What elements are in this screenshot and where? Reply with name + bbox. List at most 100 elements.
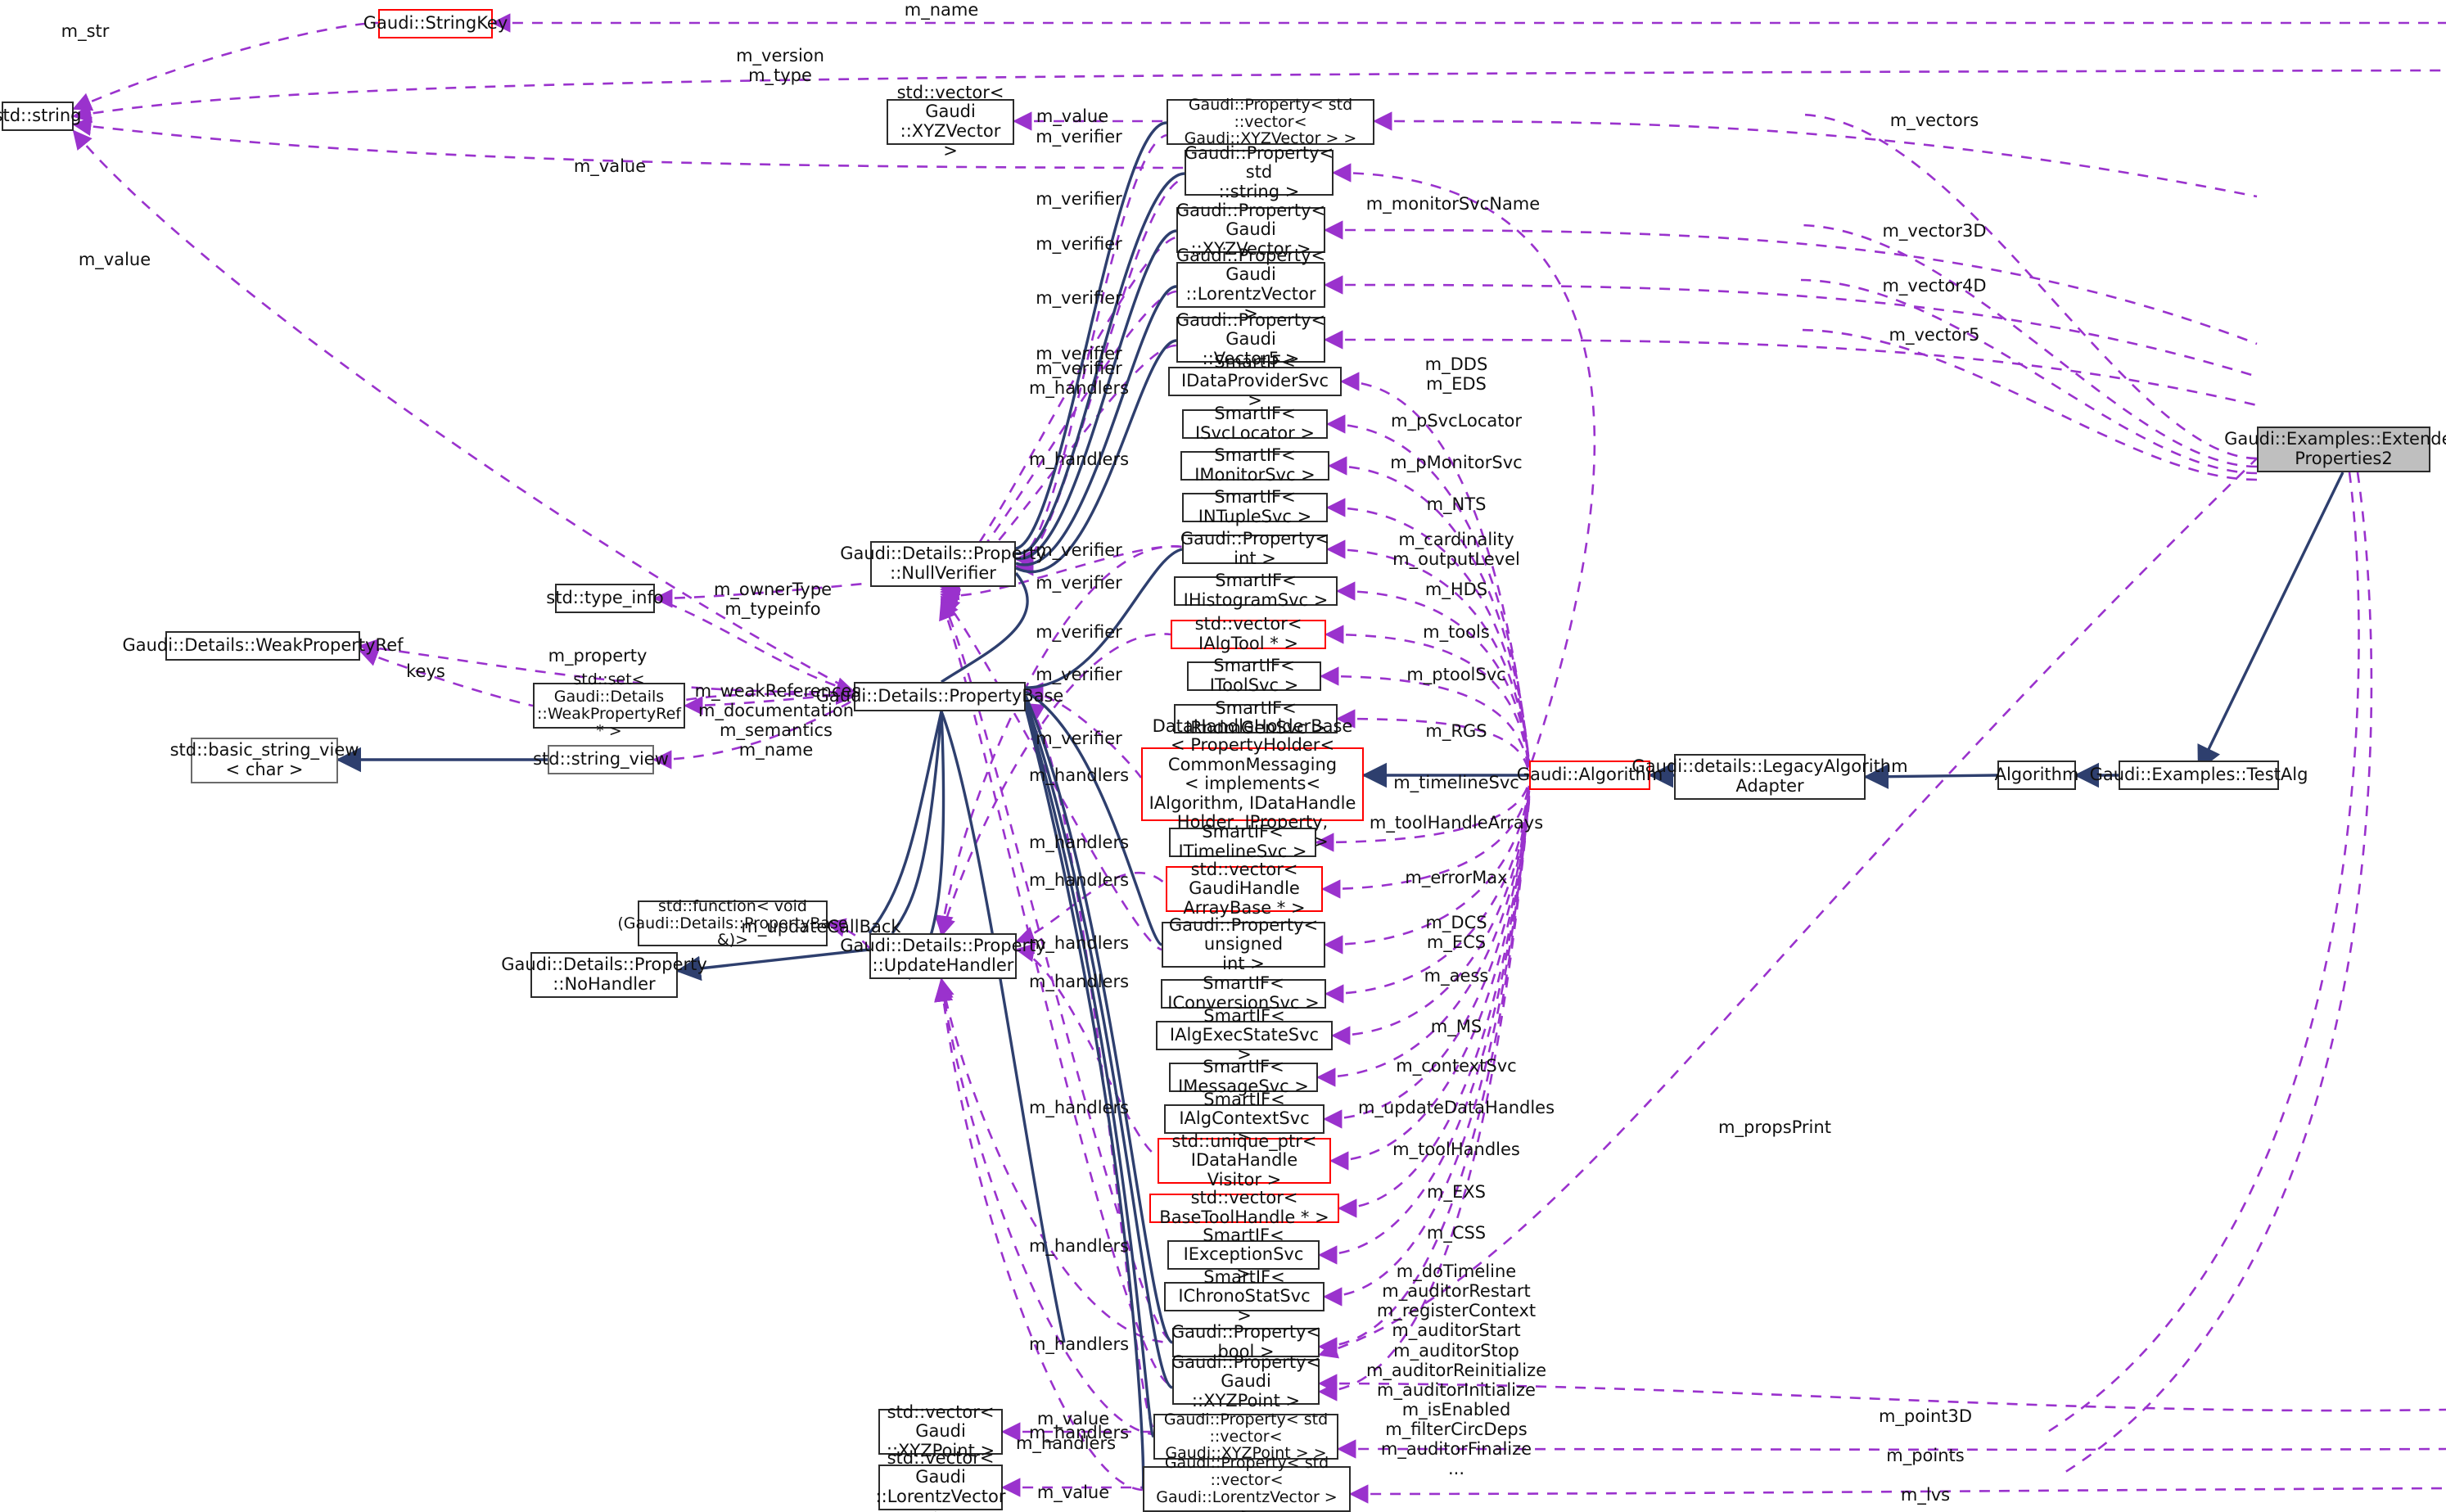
class-node-datahandleholderbase[interactable]: DataHandleHolderBase < PropertyHolder< C… xyxy=(1141,716,1364,851)
class-node-algorithm[interactable]: Algorithm xyxy=(1995,761,2078,790)
class-node-smartif_ichronostat[interactable]: SmartIF< IChronoStatSvc > xyxy=(1164,1267,1325,1325)
edge-label-l_m_vector5: m_vector5 xyxy=(1889,325,1980,345)
class-node-std_string_view[interactable]: std::string_view xyxy=(533,745,669,774)
class-node-smartif_ialgexecsvc[interactable]: SmartIF< IAlgExecStateSvc > xyxy=(1156,1006,1333,1064)
edge-label-l_m_ms: m_MS xyxy=(1430,1017,1482,1036)
class-node-smartif_itimelinesvc[interactable]: SmartIF< ITimelineSvc > xyxy=(1169,823,1316,861)
class-node-gaudi_stringkey[interactable]: Gaudi::StringKey xyxy=(363,9,508,38)
class-node-smartif_imessagesvc[interactable]: SmartIF< IMessageSvc > xyxy=(1169,1058,1318,1096)
class-node-prop_vector5[interactable]: Gaudi::Property< Gaudi ::Vector5 > xyxy=(1176,309,1326,368)
class-node-prop_bool[interactable]: Gaudi::Property< bool > xyxy=(1171,1322,1321,1361)
edge-label-l_m_handlers_5: m_handlers xyxy=(1028,972,1130,991)
edge-label-l_m_version_type: m_version m_type xyxy=(736,46,824,86)
class-node-std_function_void[interactable]: std::function< void (Gaudi::Details::Pro… xyxy=(617,896,848,950)
edge-label-l_m_handlers_2: m_handlers xyxy=(1028,833,1130,852)
class-node-vec_xyzvector[interactable]: std::vector< Gaudi ::XYZVector > xyxy=(887,83,1014,160)
edge-label-l_m_handlers_1: m_handlers xyxy=(1028,765,1130,785)
class-node-uptr_idatahandlevis[interactable]: std::unique_ptr< IDataHandle Visitor > xyxy=(1158,1131,1331,1189)
edge-label-l_m_value_top: m_value xyxy=(1036,106,1109,126)
edge-label-l_m_propsprint: m_propsPrint xyxy=(1718,1117,1831,1137)
class-node-extended_properties2[interactable]: Gaudi::Examples::Extended Properties2 xyxy=(2224,427,2446,472)
edge-label-l_m_dcs_ecs: m_DCS m_ECS xyxy=(1425,913,1487,953)
class-node-no_handler[interactable]: Gaudi::Details::Property ::NoHandler xyxy=(501,952,707,998)
edge-label-l_m_docsemname: m_documentation m_semantics m_name xyxy=(697,701,855,761)
class-node-prop_unsigned_int[interactable]: Gaudi::Property< unsigned int > xyxy=(1162,915,1325,973)
edge-label-l_m_handlers_xyz: m_handlers xyxy=(1015,1433,1117,1453)
class-node-smartif_isvclocator[interactable]: SmartIF< ISvcLocator > xyxy=(1182,404,1328,443)
class-node-std_string[interactable]: std::string xyxy=(0,102,81,131)
class-node-vec_gaudihandlearray[interactable]: std::vector< GaudiHandle ArrayBase * > xyxy=(1166,860,1323,918)
class-node-vec_basetoolhandle[interactable]: std::vector< BaseToolHandle * > xyxy=(1149,1189,1339,1227)
class-node-weak_property_ref[interactable]: Gaudi::Details::WeakPropertyRef xyxy=(122,631,404,661)
edge-label-l_m_verifier_11: m_verifier xyxy=(1036,729,1122,748)
edge-label-l_m_nts: m_NTS xyxy=(1426,494,1487,514)
edge-label-l_m_toolhandlearrays: m_toolHandleArrays xyxy=(1369,813,1544,833)
class-node-smartif_idataprovider[interactable]: SmartIF< IDataProviderSvc > xyxy=(1168,352,1342,410)
class-node-smartif_ihistogramsvc[interactable]: SmartIF< IHistogramSvc > xyxy=(1174,571,1338,610)
class-node-vec_ialgtool[interactable]: std::vector< IAlgTool * > xyxy=(1171,615,1326,653)
edge-label-l_m_vector3d: m_vector3D xyxy=(1882,221,1987,241)
edge-label-l_m_updatecallback: m_updateCallBack xyxy=(741,917,901,937)
class-node-vec_lorentzvector[interactable]: std::vector< Gaudi ::LorentzVector > xyxy=(876,1448,1006,1512)
class-node-smartif_iexceptionsvc[interactable]: SmartIF< IExceptionSvc > xyxy=(1167,1225,1320,1284)
edge-label-l_keys: keys xyxy=(406,661,445,681)
class-node-prop_vec_lorentz[interactable]: Gaudi::Property< std ::vector< Gaudi::Lo… xyxy=(1143,1455,1351,1512)
edge-label-l_m_pmonitorsvc: m_pMonitorSvc xyxy=(1390,453,1523,472)
class-node-testalg[interactable]: Gaudi::Examples::TestAlg xyxy=(2090,761,2308,790)
class-node-set_weak_property[interactable]: std::set< Gaudi::Details ::WeakPropertyR… xyxy=(533,671,685,739)
edge-label-l_m_dds_eds: m_DDS m_EDS xyxy=(1424,354,1488,395)
edge-label-l_m_value_xyzpoint: m_value xyxy=(1036,1409,1110,1429)
class-node-prop_int[interactable]: Gaudi::Property< int > xyxy=(1180,529,1330,568)
edge-label-l_m_point3d: m_point3D xyxy=(1878,1406,1973,1426)
class-node-smartif_intuplesvc[interactable]: SmartIF< INTupleSvc > xyxy=(1182,488,1328,526)
edge-label-l_m_css: m_CSS xyxy=(1426,1223,1487,1243)
class-node-prop_xyzpoint[interactable]: Gaudi::Property< Gaudi ::XYZPoint > xyxy=(1171,1352,1321,1410)
edge-label-l_m_handlers_7: m_handlers xyxy=(1028,1236,1130,1256)
edge-label-l_m_verifier_3: m_verifier xyxy=(1036,234,1122,254)
class-node-null_verifier[interactable]: Gaudi::Details::Property ::NullVerifier xyxy=(840,541,1046,587)
edge-label-l_m_vector4d: m_vector4D xyxy=(1882,276,1987,296)
class-node-prop_lorentzvector[interactable]: Gaudi::Property< Gaudi ::LorentzVector > xyxy=(1176,245,1326,323)
edge-label-l_m_hds: m_HDS xyxy=(1424,580,1488,599)
class-node-prop_vec_xyzvector[interactable]: Gaudi::Property< std ::vector< Gaudi::XY… xyxy=(1167,96,1374,147)
class-node-smartif_ialgcontext[interactable]: SmartIF< IAlgContextSvc > xyxy=(1164,1090,1325,1148)
edge-label-l_m_tools: m_tools xyxy=(1423,622,1490,642)
edge-label-l_m_verifier_9: m_verifier xyxy=(1036,622,1122,642)
edge-label-l_m_verifier_4: m_verifier xyxy=(1036,288,1122,308)
class-node-smartif_imonitorsvc[interactable]: SmartIF< IMonitorSvc > xyxy=(1180,446,1329,485)
class-node-std_type_info[interactable]: std::type_info xyxy=(546,584,664,613)
edge-label-l_m_contextsvc: m_contextSvc xyxy=(1396,1056,1517,1076)
class-node-prop_vec_xyzpoint[interactable]: Gaudi::Property< std ::vector< Gaudi::XY… xyxy=(1153,1410,1338,1462)
edge-label-l_m_verifier_6: m_verifier m_handlers xyxy=(1028,359,1130,399)
class-node-legacy_adapter[interactable]: Gaudi::details::LegacyAlgorithm Adapter xyxy=(1631,754,1908,800)
edge-label-l_m_verifier_1: m_verifier xyxy=(1036,127,1122,147)
edge-label-l_m_value_left: m_value xyxy=(573,156,647,176)
edge-label-l_m_lvs: m_lvs xyxy=(1900,1485,1951,1505)
edge-label-l_m_name_top: m_name xyxy=(904,0,979,20)
edge-label-l_m_aess: m_aess xyxy=(1424,966,1489,986)
class-node-smartif_iconversionsvc[interactable]: SmartIF< IConversionSvc > xyxy=(1161,974,1326,1013)
edge-label-l_m_handlers_4: m_handlers xyxy=(1028,933,1130,953)
class-node-smartif_itoolsvc[interactable]: SmartIF< IToolSvc > xyxy=(1187,657,1321,695)
edge-label-l_m_psvclocator: m_pSvcLocator xyxy=(1391,411,1522,431)
edge-label-l_m_property: m_property xyxy=(548,646,648,666)
edge-label-l_m_handlers_6: m_handlers xyxy=(1028,1098,1130,1117)
edge-label-l_m_monitorsvcname: m_monitorSvcName xyxy=(1365,194,1541,214)
edge-label-l_m_weakreferences: m_weakReferences xyxy=(694,681,861,701)
class-node-property_base[interactable]: Gaudi::Details::PropertyBase xyxy=(816,682,1063,711)
edge-label-l_m_timelinesvc: m_timelineSvc xyxy=(1393,773,1519,792)
edge-label-l_m_ownertype: m_ownerType m_typeinfo xyxy=(713,580,833,620)
edge-label-l_m_verifier_7: m_verifier xyxy=(1036,540,1122,560)
edge-label-l_m_points: m_points xyxy=(1886,1446,1965,1465)
edge-label-l_m_errormax: m_errorMax xyxy=(1405,868,1508,887)
edge-label-l_m_ptoolsvc: m_ptoolSvc xyxy=(1406,665,1506,684)
edge-label-l_m_value_lorentz: m_value xyxy=(1036,1483,1110,1502)
edge-label-l_m_value_left2: m_value xyxy=(78,250,151,269)
class-node-prop_string[interactable]: Gaudi::Property< std ::string > xyxy=(1184,142,1334,201)
edge-label-l_m_handlers_3: m_handlers xyxy=(1028,870,1130,890)
edge-label-l_m_vectors: m_vectors xyxy=(1889,111,1979,130)
class-node-update_handler[interactable]: Gaudi::Details::Property ::UpdateHandler xyxy=(840,933,1046,979)
class-node-basic_string_view[interactable]: std::basic_string_view < char > xyxy=(170,738,359,783)
edge-label-l_m_str: m_str xyxy=(61,21,110,41)
